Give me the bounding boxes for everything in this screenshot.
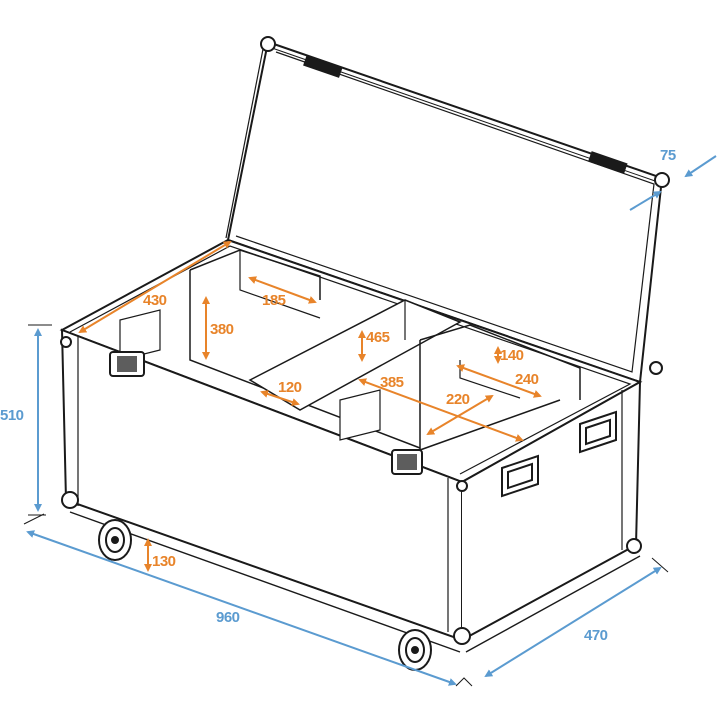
dimension-inner-depth-label: 430 [143, 292, 167, 309]
dimension-block-height-label: 140 [500, 347, 524, 364]
dimension-divider-height-label: 465 [366, 329, 390, 346]
dimension-wheel-height-label: 130 [152, 553, 176, 570]
dimension-length-label: 960 [216, 609, 240, 626]
lid [225, 36, 670, 384]
dimension-lid-thickness-label: 75 [660, 147, 676, 164]
dimension-block-depth-label: 220 [446, 391, 470, 408]
external-dimension-lines [23, 155, 717, 687]
dimension-compartment-length-label: 385 [380, 374, 404, 391]
dimension-block-length-label: 240 [515, 371, 539, 388]
internal-dimension-lines [78, 240, 542, 572]
dimension-depth-label: 470 [584, 627, 608, 644]
dimension-divider-width-label: 120 [278, 379, 302, 396]
dimension-height-label: 510 [0, 407, 24, 424]
dimension-block-width-label: 185 [262, 292, 286, 309]
dimension-compartment-height-label: 380 [210, 321, 234, 338]
